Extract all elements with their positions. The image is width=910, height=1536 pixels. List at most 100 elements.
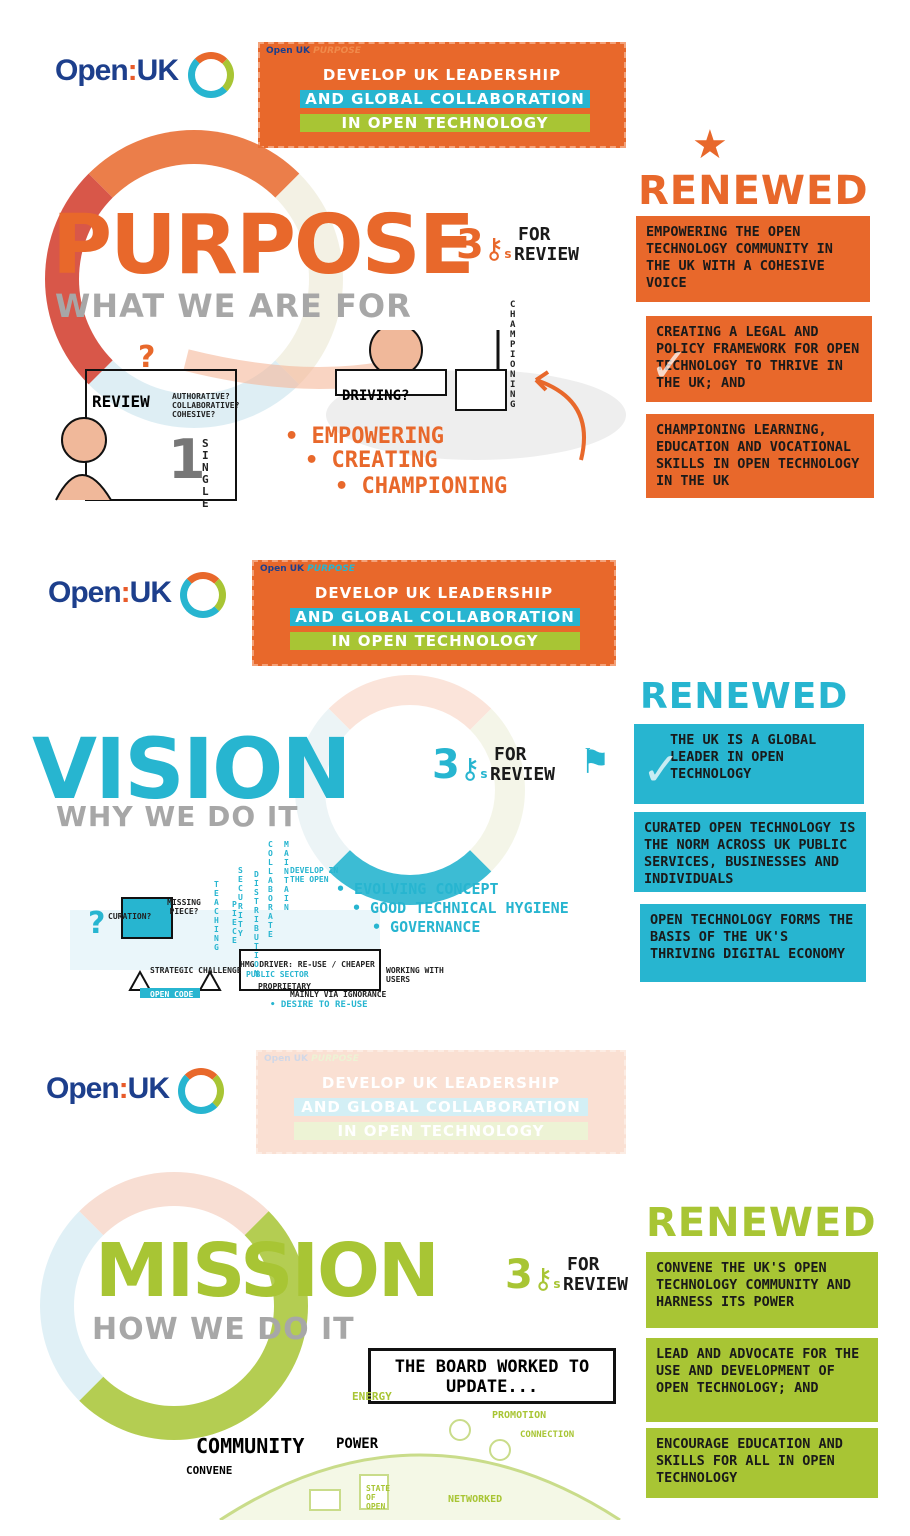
purpose-title: PURPOSE xyxy=(52,198,475,293)
sketch-vertical-security: SECURITY xyxy=(238,866,243,938)
logo-suffix-2: UK xyxy=(129,576,172,609)
sketch-strategic: STRATEGIC CHALLENGE xyxy=(150,966,242,975)
banner-mini-logo-text-3: Open UK xyxy=(264,1054,309,1064)
sketch-networked: NETWORKED xyxy=(448,1494,503,1505)
keys-for-2: FOR xyxy=(494,744,527,765)
sketch-vertical-teaching: TEACHING xyxy=(214,880,219,952)
banner-mini-logo-2: Open UK PURPOSE xyxy=(260,564,355,574)
logo-suffix: UK xyxy=(136,54,179,87)
key-icon-2: ⚷ xyxy=(459,752,481,785)
banner-mini-logo-text: Open UK xyxy=(266,46,311,56)
vision-card-2: CURATED OPEN TECHNOLOGY IS THE NORM ACRO… xyxy=(634,812,866,892)
logo-text: Open xyxy=(55,54,129,87)
banner-line-1-2: DEVELOP UK LEADERSHIP xyxy=(314,584,554,602)
banner-line-2-3: AND GLOBAL COLLABORATION xyxy=(294,1098,588,1116)
figure-pointing-icon: ⚑ xyxy=(580,742,611,782)
openuk-logo-2: Open:UK xyxy=(48,576,172,610)
mission-renewed: RENEWED xyxy=(646,1200,877,1246)
keys-number-3: 3 xyxy=(505,1252,533,1298)
sketch-questions: AUTHORATIVE? COLLABORATIVE? COHESIVE? xyxy=(172,392,240,419)
vision-card-1: THE UK IS A GLOBAL LEADER IN OPEN TECHNO… xyxy=(634,724,864,804)
purpose-card-3: CHAMPIONING LEARNING, EDUCATION AND VOCA… xyxy=(646,414,874,498)
question-icon-2: ? xyxy=(88,906,106,941)
keys-for-3: FOR xyxy=(567,1254,600,1275)
logo-dots-2: : xyxy=(120,576,131,609)
sketch-promotion: PROMOTION xyxy=(492,1410,547,1421)
banner-line-2-2: AND GLOBAL COLLABORATION xyxy=(290,608,580,626)
banner-line-3-2: IN OPEN TECHNOLOGY xyxy=(290,632,580,650)
check-icon-2: ✓ xyxy=(642,742,681,796)
sketch-review-label: REVIEW xyxy=(92,392,150,411)
sketch-missing-piece: MISSING PIECE? xyxy=(167,898,201,916)
check-icon: ✓ xyxy=(650,338,689,392)
keys-review-3: REVIEW xyxy=(563,1274,629,1295)
banner-mini-tag: PURPOSE xyxy=(313,46,361,56)
sketch-driving: DRIVING? xyxy=(342,388,410,404)
mission-card-2: LEAD AND ADVOCATE FOR THE USE AND DEVELO… xyxy=(646,1338,878,1422)
logo-dots-3: : xyxy=(118,1072,129,1105)
board-update-box: THE BOARD WORKED TO UPDATE... xyxy=(368,1348,616,1404)
logo-dots: : xyxy=(127,54,138,87)
vision-card-3: OPEN TECHNOLOGY FORMS THE BASIS OF THE U… xyxy=(640,904,866,982)
sketch-vertical-maintain: MAINTAIN xyxy=(284,840,289,912)
mission-three-keys: 3⚷s FOR REVIEW xyxy=(505,1252,628,1298)
key-icon-3: ⚷ xyxy=(532,1262,554,1295)
banner-line-1: DEVELOP UK LEADERSHIP xyxy=(322,66,562,84)
sketch-bullet-3: • CHAMPIONING xyxy=(335,474,508,499)
vision-banner: Open UK PURPOSE DEVELOP UK LEADERSHIP AN… xyxy=(252,560,616,666)
keys-number: 3 xyxy=(456,222,484,268)
banner-mini-logo-3: Open UK PURPOSE xyxy=(264,1054,359,1064)
openuk-logo: Open:UK xyxy=(55,54,179,88)
sketch-hmg: HMG DRIVER: RE-USE / CHEAPER xyxy=(240,960,375,969)
key-icon: ⚷ xyxy=(483,232,505,265)
banner-mini-logo-text-2: Open UK xyxy=(260,564,305,574)
sketch-vertical-piece: PIECE xyxy=(232,900,237,945)
sketch-one: 1 xyxy=(168,428,206,491)
sketch-vertical-distribution: DISTRIBUTION xyxy=(254,870,259,978)
keys-review-2: REVIEW xyxy=(490,764,556,785)
mission-subtitle: HOW WE DO IT xyxy=(92,1312,355,1347)
banner-line-3: IN OPEN TECHNOLOGY xyxy=(300,114,590,132)
vision-renewed: RENEWED xyxy=(640,676,849,717)
keys-sup-2: s xyxy=(480,767,488,781)
banner-mini-tag-2: PURPOSE xyxy=(307,564,355,574)
sketch-power: POWER xyxy=(336,1436,379,1452)
purpose-card-2: CREATING A LEGAL AND POLICY FRAMEWORK FO… xyxy=(646,316,872,402)
logo-ring-icon-3 xyxy=(178,1068,224,1114)
vision-bullet-2: • GOOD TECHNICAL HYGIENE xyxy=(352,899,569,917)
sketch-energy: ENERGY xyxy=(352,1390,392,1403)
purpose-subtitle: WHAT WE ARE FOR xyxy=(55,287,412,325)
purpose-renewed: RENEWED xyxy=(638,168,869,214)
keys-number-2: 3 xyxy=(432,742,460,788)
sketch-open-code: OPEN CODE xyxy=(150,990,194,999)
logo-text-2: Open xyxy=(48,576,122,609)
mission-banner: Open UK PURPOSE DEVELOP UK LEADERSHIP AN… xyxy=(256,1050,626,1154)
purpose-card-1: EMPOWERING THE OPEN TECHNOLOGY COMMUNITY… xyxy=(636,216,870,302)
mission-card-1: CONVENE THE UK'S OPEN TECHNOLOGY COMMUNI… xyxy=(646,1252,878,1328)
vision-sketch xyxy=(70,897,381,998)
purpose-three-keys: 3⚷s FOR REVIEW xyxy=(456,222,579,268)
sketch-championing-vertical: CHAMPIONING xyxy=(510,300,516,410)
mission-card-3: ENCOURAGE EDUCATION AND SKILLS FOR ALL I… xyxy=(646,1428,878,1498)
keys-sup-3: s xyxy=(553,1277,561,1291)
openuk-logo-3: Open:UK xyxy=(46,1072,170,1106)
keys-sup: s xyxy=(504,247,512,261)
sketch-convene: CONVENE xyxy=(186,1464,233,1477)
sketch-curation: CURATION? xyxy=(108,912,152,921)
purpose-sketch xyxy=(55,330,626,501)
vision-bullet-1: • EVOLVING CONCEPT xyxy=(336,880,499,898)
keys-review: REVIEW xyxy=(514,244,580,265)
logo-ring-icon xyxy=(188,52,234,98)
star-icon: ★ xyxy=(692,122,728,168)
mission-sketch xyxy=(219,1419,621,1520)
banner-line-3-3: IN OPEN TECHNOLOGY xyxy=(294,1122,588,1140)
purpose-banner: Open UK PURPOSE DEVELOP UK LEADERSHIP AN… xyxy=(258,42,626,148)
sketch-public-sector: PUBLIC SECTOR xyxy=(246,970,309,979)
mission-title: MISSION xyxy=(95,1228,440,1314)
sketch-bullet-1: • EMPOWERING xyxy=(285,424,444,449)
vision-title: VISION xyxy=(32,720,352,818)
banner-mini-tag-3: PURPOSE xyxy=(311,1054,359,1064)
sketch-single: SINGLE xyxy=(202,437,209,510)
sketch-desire: • DESIRE TO RE-USE xyxy=(270,1000,368,1010)
logo-text-3: Open xyxy=(46,1072,120,1105)
